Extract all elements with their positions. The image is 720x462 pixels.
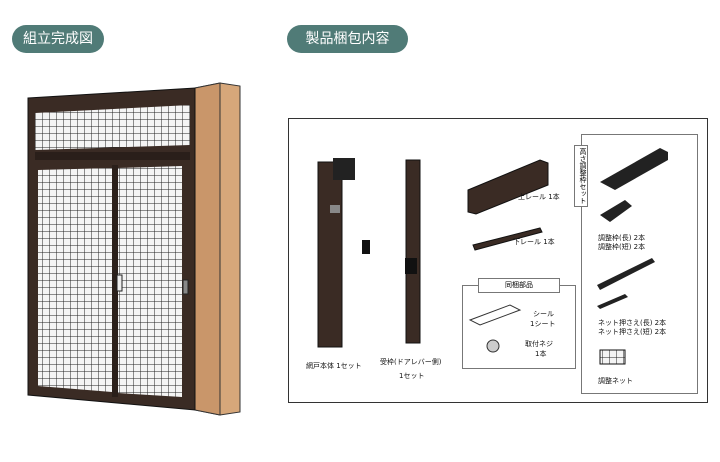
screw-label: 取付ネジ	[525, 340, 553, 348]
accessories-title: 同梱部品	[478, 278, 560, 293]
upper-rail-label: 上レール 1本	[518, 193, 560, 201]
accessories-box	[462, 285, 576, 369]
lower-rail-label: 下レール 1本	[513, 238, 555, 246]
assembled-door-illustration	[27, 82, 241, 416]
press-long-label: ネット押さえ(長) 2本	[598, 319, 667, 327]
screw-qty: 1本	[535, 350, 547, 358]
receiver-frame-qty: 1セット	[399, 372, 425, 380]
height-adjust-set-title: 高さ調整枠セット	[574, 145, 588, 207]
seal-qty: 1シート	[530, 320, 556, 328]
adj-short-label: 調整枠(短) 2本	[598, 243, 646, 251]
receiver-frame-label: 受枠(ドアレバー側)	[380, 358, 442, 366]
height-adjust-set-box	[581, 134, 698, 394]
heading-assembled: 組立完成図	[12, 25, 104, 53]
heading-package: 製品梱包内容	[287, 25, 408, 53]
package-contents-box	[288, 118, 708, 403]
press-short-label: ネット押さえ(短) 2本	[598, 328, 667, 336]
adj-long-label: 調整枠(長) 2本	[598, 234, 646, 242]
adj-net-label: 調整ネット	[598, 377, 633, 385]
door-body-label: 網戸本体 1セット	[306, 362, 362, 370]
seal-label: シール	[533, 310, 554, 318]
